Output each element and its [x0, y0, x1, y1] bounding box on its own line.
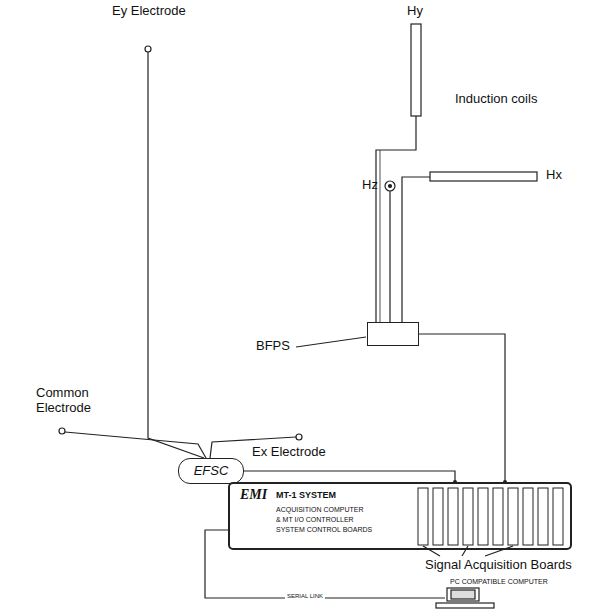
serial-wire [205, 530, 445, 598]
coil-symbol [411, 24, 421, 116]
splitter-box: EFSC [178, 458, 244, 484]
electrode-symbol [145, 46, 151, 52]
coil-symbol [385, 181, 395, 191]
node-text: BFPS [256, 339, 290, 354]
leader-line [423, 546, 513, 556]
electrode-label: Common Electrode [36, 386, 111, 416]
computer-symbol [451, 590, 475, 599]
board-slots [418, 488, 563, 545]
electrode-symbol [59, 428, 65, 434]
computer-symbol [436, 603, 494, 608]
computer-label: PC COMPATIBLE COMPUTER [450, 578, 548, 586]
electrode-wire [65, 432, 206, 458]
electrode-symbol [296, 434, 302, 440]
node-text: EMI [240, 487, 267, 503]
signal-cable [244, 471, 455, 482]
coil-label: Hz [362, 178, 378, 193]
board-label: Signal Acquisition Boards [425, 558, 572, 573]
preamp-box: BFPS [367, 322, 419, 346]
node-text: ACQUISITION COMPUTER [276, 506, 364, 514]
electrode-label: Ey Electrode [112, 4, 186, 19]
system-unit: EMI MT-1 SYSTEM ACQUISITION COMPUTER & MT I… [228, 482, 572, 550]
coil-wire [389, 191, 390, 322]
node-text: SYSTEM CONTROL BOARDS [276, 526, 372, 534]
coil-wire [402, 177, 430, 322]
coil-symbol [389, 185, 392, 188]
coil-wire [380, 150, 381, 322]
coil-wire [376, 116, 416, 322]
node-text: & MT I/O CONTROLLER [276, 516, 354, 524]
link-label: SERIAL LINK [285, 593, 325, 600]
node-text: MT-1 SYSTEM [276, 490, 336, 500]
group-label: Induction coils [455, 92, 537, 107]
coil-symbol [430, 172, 537, 181]
coil-label: Hy [407, 4, 423, 19]
electrode-wire [148, 52, 204, 458]
coil-label: Hx [546, 168, 562, 183]
signal-cable [419, 334, 505, 482]
electrode-label: Ex Electrode [252, 445, 326, 460]
computer-symbol [447, 588, 479, 601]
node-text: EFSC [194, 464, 229, 479]
leader-line [296, 337, 366, 347]
